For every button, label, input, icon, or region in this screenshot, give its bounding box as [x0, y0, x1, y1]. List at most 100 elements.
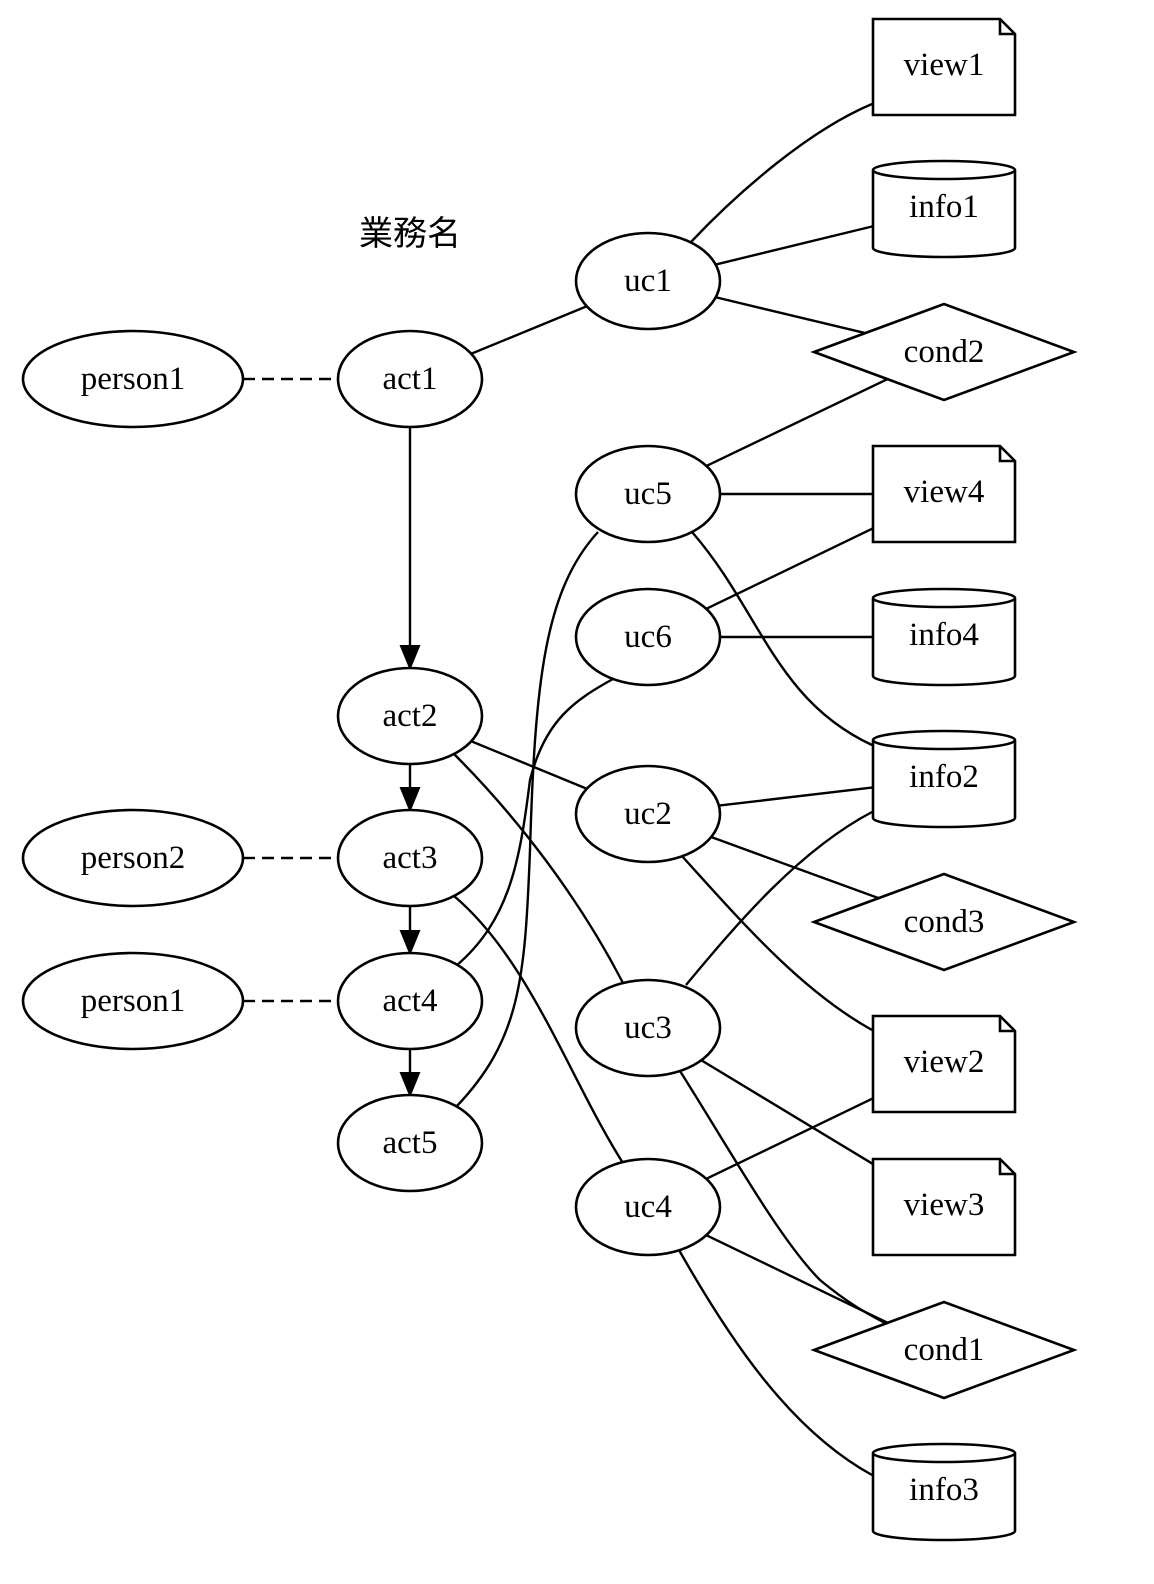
ellipse-shape [574, 764, 722, 864]
ellipse-shape [21, 951, 245, 1051]
ellipse-shape [574, 978, 722, 1078]
ellipse-shape [574, 444, 722, 544]
node-info4[interactable]: info4 [871, 587, 1017, 687]
node-label: info3 [909, 1472, 979, 1508]
diamond-shape [810, 872, 1078, 972]
node-act5[interactable]: act5 [336, 1093, 484, 1193]
node-act1[interactable]: act1 [336, 329, 484, 429]
diamond-shape [810, 302, 1078, 402]
nodes-layer: person1 person2 person1 act1 act2 act3 act4 act… [21, 17, 1078, 1542]
edge-act5-uc5 [455, 531, 599, 1108]
node-view3[interactable]: view3 [871, 1157, 1017, 1257]
edge-act3-uc4 [453, 895, 625, 1164]
edge-uc6-view4 [705, 527, 874, 610]
node-label: act5 [383, 1125, 438, 1161]
node-person2[interactable]: person2 [21, 808, 245, 908]
node-label: uc1 [624, 263, 672, 299]
arrowhead-act4-act5 [399, 1072, 421, 1098]
node-label: view2 [904, 1044, 985, 1080]
node-label: info4 [909, 617, 979, 653]
node-label: person2 [81, 840, 185, 876]
edge-act4-uc6 [455, 677, 614, 967]
node-label: uc6 [624, 619, 672, 655]
edge-uc5-info2 [691, 531, 873, 747]
node-view2[interactable]: view2 [871, 1014, 1017, 1114]
node-uc5[interactable]: uc5 [574, 444, 722, 544]
edge-uc2-view2 [680, 854, 873, 1032]
cylinder-shape [871, 729, 1017, 829]
node-person1b[interactable]: person1 [21, 951, 245, 1051]
node-info1[interactable]: info1 [871, 159, 1017, 259]
node-act4[interactable]: act4 [336, 951, 484, 1051]
ellipse-shape [336, 329, 484, 429]
arrowhead-act1-act2 [399, 645, 421, 671]
node-cond2[interactable]: cond2 [810, 302, 1078, 402]
ellipse-shape [336, 808, 484, 908]
node-person1a[interactable]: person1 [21, 329, 245, 429]
node-view1[interactable]: view1 [871, 17, 1017, 117]
edge-uc1-info1 [715, 225, 874, 266]
node-uc4[interactable]: uc4 [574, 1157, 722, 1257]
edge-act1-uc1 [470, 305, 588, 355]
node-label: info1 [909, 189, 979, 225]
node-label: act4 [383, 983, 438, 1019]
node-uc2[interactable]: uc2 [574, 764, 722, 864]
node-label: uc2 [624, 796, 672, 832]
edges-layer [243, 102, 889, 1477]
node-label: uc5 [624, 476, 672, 512]
ellipse-shape [21, 329, 245, 429]
node-act3[interactable]: act3 [336, 808, 484, 908]
note-shape [871, 1157, 1017, 1257]
node-uc3[interactable]: uc3 [574, 978, 722, 1078]
ellipse-shape [336, 1093, 484, 1193]
edge-act2-uc2 [470, 740, 588, 790]
ellipse-shape [21, 808, 245, 908]
node-cond1[interactable]: cond1 [810, 1300, 1078, 1400]
node-info3[interactable]: info3 [871, 1442, 1017, 1542]
edge-uc4-info3 [677, 1249, 873, 1477]
edge-uc4-cond1 [705, 1234, 889, 1324]
node-label: act3 [383, 840, 438, 876]
ellipse-shape [574, 1157, 722, 1257]
node-label: uc4 [624, 1189, 672, 1225]
node-uc6[interactable]: uc6 [574, 587, 722, 687]
node-label: person1 [81, 361, 185, 397]
node-label: uc3 [624, 1010, 672, 1046]
diagram-title: 業務名 [359, 214, 461, 254]
ellipse-shape [336, 666, 484, 766]
note-shape [871, 17, 1017, 117]
node-label: cond2 [904, 334, 985, 370]
edge-uc1-cond2 [715, 296, 866, 335]
ellipse-shape [574, 231, 722, 331]
node-label: view1 [904, 47, 985, 83]
node-label: cond1 [904, 1332, 985, 1368]
node-label: act1 [383, 361, 438, 397]
edge-act2-uc3 [453, 753, 625, 984]
node-label: info2 [909, 759, 979, 795]
node-info2[interactable]: info2 [871, 729, 1017, 829]
ellipse-shape [336, 951, 484, 1051]
node-cond3[interactable]: cond3 [810, 872, 1078, 972]
node-label: person1 [81, 983, 185, 1019]
node-act2[interactable]: act2 [336, 666, 484, 766]
ellipse-shape [574, 587, 722, 687]
edge-uc3-view3 [700, 1059, 874, 1166]
note-shape [871, 444, 1017, 544]
cylinder-shape [871, 1442, 1017, 1542]
node-label: act2 [383, 698, 438, 734]
cylinder-shape [871, 159, 1017, 259]
edge-uc5-cond2 [705, 378, 888, 468]
node-label: cond3 [904, 904, 985, 940]
edge-uc2-info2 [718, 786, 874, 807]
diamond-shape [810, 1300, 1078, 1400]
edge-uc1-view1 [689, 102, 873, 244]
note-shape [871, 1014, 1017, 1114]
node-uc1[interactable]: uc1 [574, 231, 722, 331]
cylinder-shape [871, 587, 1017, 687]
node-view4[interactable]: view4 [871, 444, 1017, 544]
node-label: view4 [904, 474, 985, 510]
edge-uc3-info2 [685, 810, 873, 986]
arrowhead-act2-act3 [399, 787, 421, 813]
edge-uc4-view2 [705, 1097, 874, 1180]
